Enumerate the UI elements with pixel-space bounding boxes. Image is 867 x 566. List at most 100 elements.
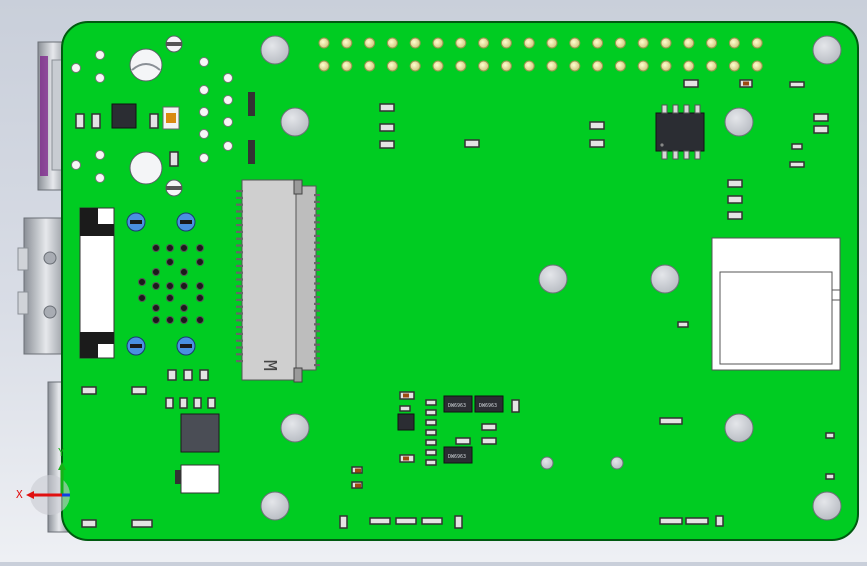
through-hole (199, 153, 209, 163)
slot-pin (236, 278, 243, 281)
smd-passive (207, 397, 216, 409)
slot-pin (236, 346, 243, 349)
slot-pin (236, 326, 243, 329)
m2-slot-connector: M (236, 179, 320, 383)
via (196, 316, 204, 324)
gpio-pad (478, 37, 490, 49)
through-hole (223, 73, 233, 83)
mounting-holes (260, 35, 842, 521)
smd-passive (425, 449, 437, 456)
smd-passive (727, 179, 743, 188)
slot-pin (314, 316, 320, 319)
via (152, 268, 160, 276)
smd-passive (369, 517, 391, 525)
smd-passive (677, 321, 689, 328)
smd-passive (789, 161, 805, 168)
gpio-pad (409, 37, 421, 49)
slot-pin (236, 285, 243, 288)
slot-pin (314, 343, 320, 346)
smd-passive (165, 397, 174, 409)
chip-pin (661, 150, 668, 160)
through-hole (199, 57, 209, 67)
via-array (138, 244, 204, 324)
slot-pin (236, 292, 243, 295)
resistor-band (403, 393, 409, 398)
smd-passive (659, 517, 683, 525)
smd-passive (167, 369, 177, 381)
gpio-pad (432, 37, 444, 49)
smd-passive (81, 386, 97, 395)
smd-passive (379, 123, 395, 132)
slot-pin (314, 357, 320, 360)
smd-passive (81, 519, 97, 528)
slot-pin (236, 271, 243, 274)
gpio-pad (341, 37, 353, 49)
slot-pin (236, 339, 243, 342)
gpio-pad (706, 60, 718, 72)
mounting-hole (610, 456, 624, 470)
mini-chip (248, 140, 255, 164)
chip-pin (694, 104, 701, 114)
svg-text:M: M (259, 360, 280, 371)
via (196, 294, 204, 302)
through-hole (223, 141, 233, 151)
slot-pin (314, 255, 320, 258)
through-hole (95, 173, 105, 183)
via (180, 316, 188, 324)
mounting-hole (538, 264, 568, 294)
gpio-pad (432, 60, 444, 72)
mounting-hole (280, 413, 310, 443)
via (152, 304, 160, 312)
smd-passive (813, 113, 829, 122)
smd-passive (395, 517, 417, 525)
via (196, 282, 204, 290)
chip-pin (683, 150, 690, 160)
via (138, 294, 146, 302)
smd-passive (789, 81, 805, 88)
gpio-pad (386, 60, 398, 72)
resistor-band (355, 483, 361, 488)
via (166, 316, 174, 324)
slot-pin (236, 258, 243, 261)
smd-passive (179, 397, 188, 409)
through-hole (95, 50, 105, 60)
smd-passive (425, 429, 437, 436)
coordinate-triad: X Y (16, 446, 70, 515)
smd-passive (464, 139, 480, 148)
smd-passive (183, 369, 193, 381)
smd-passive (825, 432, 835, 439)
via (180, 304, 188, 312)
usb-connector-middle (17, 217, 69, 355)
electrolytic-capacitors (126, 212, 196, 356)
via (180, 244, 188, 252)
smd-passive (425, 419, 437, 426)
smd-passive (399, 405, 411, 412)
smd-passive (791, 143, 803, 150)
via (152, 282, 160, 290)
slot-pin (314, 296, 320, 299)
slot-pin (314, 241, 320, 244)
gpio-pad (569, 37, 581, 49)
via (196, 258, 204, 266)
smd-passive (455, 437, 471, 445)
slot-pin (236, 230, 243, 233)
via (180, 282, 188, 290)
chip-pin (694, 150, 701, 160)
mini-chip (248, 92, 255, 116)
slot-pin (314, 200, 320, 203)
ic-marking: DW6963 (448, 454, 466, 460)
slot-pin (236, 353, 243, 356)
sd-card-holder (711, 237, 841, 371)
slot-pin (236, 319, 243, 322)
gpio-pad (660, 37, 672, 49)
slot-pin (314, 207, 320, 210)
smd-passive (199, 369, 209, 381)
smd-passive (589, 139, 605, 148)
through-hole (95, 73, 105, 83)
gpio-pad (455, 37, 467, 49)
through-hole (199, 85, 209, 95)
smd-passive (511, 399, 520, 413)
gpio-header-pads (318, 37, 763, 72)
smd-passive (685, 517, 709, 525)
